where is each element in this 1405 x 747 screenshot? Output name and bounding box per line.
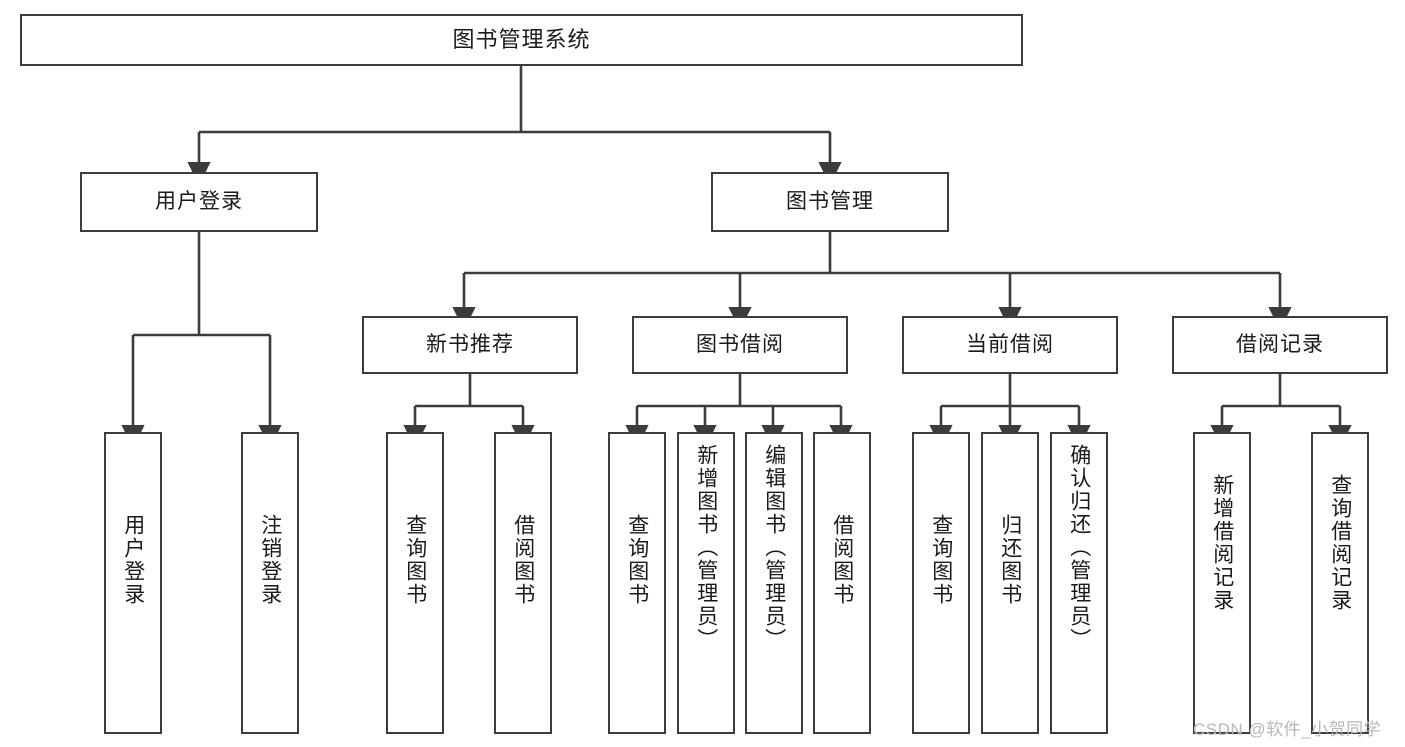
node-label: 图书管理系统 [452, 27, 591, 53]
leaf-confirm-return[interactable]: 确认归还（管理员） [1050, 432, 1108, 734]
node-root-book-management-system[interactable]: 图书管理系统 [20, 14, 1023, 66]
node-label: 注销登录 [258, 514, 282, 606]
leaf-query-borrow-record[interactable]: 查询借阅记录 [1311, 432, 1369, 734]
leaf-logout[interactable]: 注销登录 [241, 432, 299, 734]
node-label: 查询图书 [929, 514, 953, 606]
node-label: 借阅图书 [511, 514, 535, 606]
leaf-add-book[interactable]: 新增图书（管理员） [677, 432, 735, 734]
node-label: 新书推荐 [426, 332, 514, 356]
node-book-borrow[interactable]: 图书借阅 [632, 316, 848, 374]
node-label: 图书管理 [786, 189, 874, 213]
leaf-borrow-book-new[interactable]: 借阅图书 [494, 432, 552, 734]
node-label: 借阅记录 [1236, 332, 1324, 356]
node-label: 用户登录 [121, 514, 145, 606]
leaf-add-borrow-record[interactable]: 新增借阅记录 [1193, 432, 1251, 734]
leaf-edit-book[interactable]: 编辑图书（管理员） [745, 432, 803, 734]
node-label: 编辑图书（管理员） [762, 444, 786, 651]
node-label: 归还图书 [998, 514, 1022, 606]
csdn-watermark: CSDN @软件_小贺同学 [1193, 720, 1382, 739]
leaf-query-book-borrow[interactable]: 查询图书 [608, 432, 666, 734]
node-borrow-record[interactable]: 借阅记录 [1172, 316, 1388, 374]
node-label: 查询图书 [403, 514, 427, 606]
node-user-login[interactable]: 用户登录 [80, 172, 318, 232]
node-book-manage[interactable]: 图书管理 [711, 172, 949, 232]
leaf-user-login[interactable]: 用户登录 [104, 432, 162, 734]
node-label: 查询借阅记录 [1328, 474, 1352, 612]
node-label: 借阅图书 [830, 514, 854, 606]
node-label: 用户登录 [155, 189, 243, 213]
node-label: 新增借阅记录 [1210, 474, 1234, 612]
node-label: 新增图书（管理员） [694, 444, 718, 651]
node-current-borrow[interactable]: 当前借阅 [902, 316, 1118, 374]
leaf-query-book-current[interactable]: 查询图书 [912, 432, 970, 734]
node-label: 图书借阅 [696, 332, 784, 356]
leaf-borrow-book[interactable]: 借阅图书 [813, 432, 871, 734]
leaf-return-book[interactable]: 归还图书 [981, 432, 1039, 734]
node-label: 确认归还（管理员） [1067, 444, 1091, 651]
node-new-book-recommend[interactable]: 新书推荐 [362, 316, 578, 374]
node-label: 查询图书 [625, 514, 649, 606]
node-label: 当前借阅 [966, 332, 1054, 356]
leaf-query-book-new[interactable]: 查询图书 [386, 432, 444, 734]
